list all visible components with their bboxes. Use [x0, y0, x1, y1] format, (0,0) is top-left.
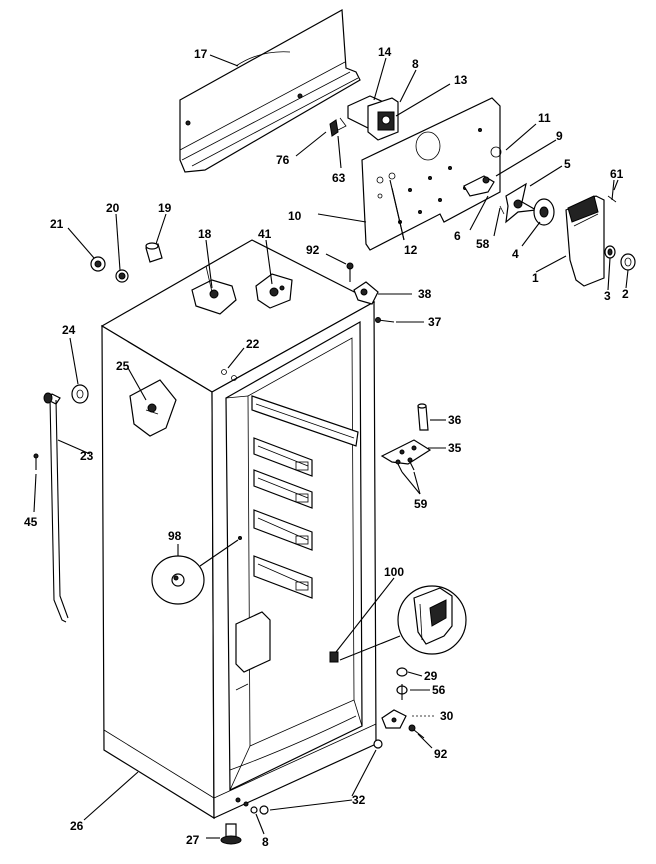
insulation-plug-part-18: [191, 265, 237, 315]
label-1: 1: [532, 271, 539, 285]
label-13: 13: [454, 73, 468, 87]
shelf-supports: [253, 437, 313, 599]
label-10: 10: [288, 209, 302, 223]
label-5: 5: [564, 157, 571, 171]
bushing-part-20: [115, 269, 129, 283]
hinge-part-38: [353, 281, 379, 305]
fan-motor-part-4: [533, 198, 555, 226]
label-56: 56: [432, 683, 446, 697]
label-41: 41: [258, 227, 272, 241]
evaporator-cover-panel-part-10: [361, 97, 502, 251]
screw-part-37: [375, 317, 395, 323]
detail-callout-part-100: [329, 585, 467, 663]
screw-part-45: [33, 453, 39, 470]
hole-plug-part-22: [221, 369, 237, 381]
screws-part-59: [395, 457, 415, 473]
cabinet-part-26: [100, 239, 377, 820]
label-25: 25: [116, 359, 130, 373]
shelf-rail: [251, 395, 359, 447]
washer-part-24: [71, 384, 89, 404]
hinge-pin-part-36: [417, 403, 429, 431]
screw-part-92-bottom: [408, 724, 425, 739]
label-12: 12: [404, 243, 418, 257]
label-6: 6: [454, 229, 461, 243]
screw-part-92-top: [346, 262, 354, 282]
label-36: 36: [448, 413, 462, 427]
label-38: 38: [418, 287, 432, 301]
label-11: 11: [538, 111, 551, 125]
label-27: 27: [186, 833, 200, 847]
label-92-top: 92: [306, 243, 320, 257]
screw-part-61: [607, 179, 617, 203]
label-3: 3: [604, 289, 611, 303]
bolt-part-8-bottom: [235, 797, 258, 814]
label-76: 76: [276, 153, 290, 167]
washer-part-56: [396, 684, 408, 700]
top-channel-part-17: [179, 9, 361, 173]
spacer-part-29: [396, 667, 408, 677]
bracket-part-30: [381, 709, 407, 729]
label-30: 30: [440, 709, 454, 723]
hinge-rod-part-23: [43, 392, 69, 623]
insulation-plug-part-41: [255, 273, 293, 309]
fan-blade-part-5: [505, 182, 538, 224]
damper-part-9: [463, 175, 495, 197]
label-61: 61: [610, 167, 624, 181]
thermostat-bracket-part-14: [347, 95, 399, 141]
label-20: 20: [106, 201, 120, 215]
label-100: 100: [384, 565, 404, 579]
label-2: 2: [622, 287, 629, 301]
cover-disc-part-98: [151, 555, 205, 605]
label-35: 35: [448, 441, 462, 455]
control-housing-part-1: [565, 195, 605, 287]
label-23: 23: [80, 449, 94, 463]
label-32: 32: [352, 793, 366, 807]
leveling-leg-part-27: [220, 823, 242, 845]
label-59: 59: [414, 497, 428, 511]
label-8-top: 8: [412, 57, 419, 71]
hinge-bracket-part-35: [380, 439, 432, 465]
label-26: 26: [70, 819, 84, 833]
label-45: 45: [24, 515, 38, 529]
label-37: 37: [428, 315, 442, 329]
label-19: 19: [158, 201, 172, 215]
grommet-part-21: [90, 256, 106, 272]
label-98: 98: [168, 529, 182, 543]
label-63: 63: [332, 171, 346, 185]
label-17: 17: [194, 47, 208, 61]
label-29: 29: [424, 669, 438, 683]
label-14: 14: [378, 45, 392, 59]
knob-part-3: [604, 245, 616, 259]
insulation-plug-part-25: [129, 379, 177, 437]
label-4: 4: [512, 247, 519, 261]
label-8-bottom: 8: [262, 835, 269, 849]
roller-part-32: [259, 739, 383, 815]
label-9: 9: [556, 129, 563, 143]
knob-part-2: [620, 253, 636, 271]
label-22: 22: [246, 337, 260, 351]
label-24: 24: [62, 323, 76, 337]
label-58: 58: [476, 237, 490, 251]
roller-part-19: [145, 242, 163, 263]
label-21: 21: [50, 217, 64, 231]
crisper-support: [235, 611, 271, 673]
label-18: 18: [198, 227, 212, 241]
clip-part-76-63: [329, 117, 347, 137]
label-92-bottom: 92: [434, 747, 448, 761]
